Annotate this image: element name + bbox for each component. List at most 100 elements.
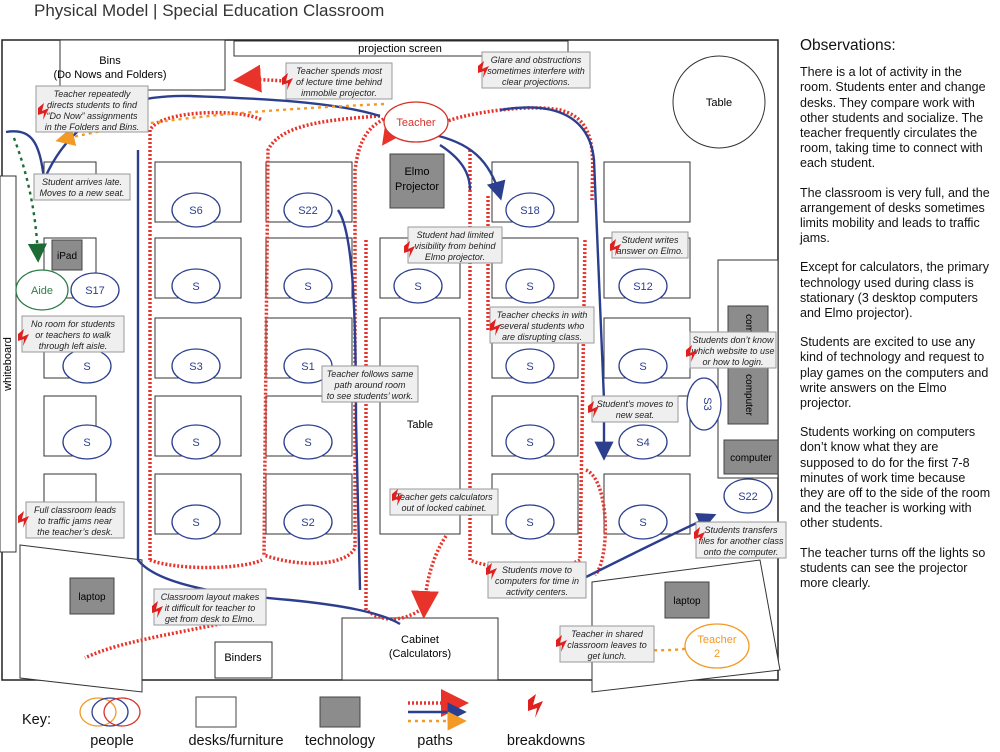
svg-text:activity centers.: activity centers.	[506, 587, 568, 597]
svg-text:answer on Elmo.: answer on Elmo.	[616, 246, 683, 256]
svg-text:Classroom layout makes: Classroom layout makes	[161, 592, 260, 602]
svg-text:(Calculators): (Calculators)	[389, 648, 451, 660]
svg-text:S17: S17	[85, 285, 105, 297]
svg-text:Cabinet: Cabinet	[401, 634, 439, 646]
key-label: Key:	[22, 712, 51, 728]
student-s: S	[393, 268, 443, 304]
laptop-left: laptop	[69, 577, 115, 615]
svg-text:S3: S3	[189, 361, 202, 373]
student-s4: S4	[618, 424, 668, 460]
breakdown-icon	[152, 601, 163, 618]
bins: Bins (Do Nows and Folders)	[53, 39, 226, 91]
cabinet: Cabinet (Calculators)	[341, 617, 499, 681]
svg-text:S: S	[192, 281, 199, 293]
whiteboard: whiteboard	[0, 175, 17, 553]
svg-text:S: S	[192, 517, 199, 529]
svg-text:new seat.: new seat.	[616, 410, 655, 420]
breakdown-icon	[556, 635, 567, 652]
svg-text:path around room: path around room	[333, 380, 406, 390]
key-technology-icon	[319, 696, 361, 728]
svg-text:Teacher repeatedly: Teacher repeatedly	[54, 89, 131, 99]
svg-text:computer: computer	[730, 453, 772, 464]
page-title: Physical Model | Special Education Class…	[34, 1, 385, 20]
student-s2: S2	[283, 504, 333, 540]
svg-text:out of locked cabinet.: out of locked cabinet.	[401, 503, 486, 513]
breakdown-icon	[478, 61, 489, 78]
svg-text:Binders: Binders	[224, 652, 262, 664]
svg-text:directs students to find: directs students to find	[47, 100, 138, 110]
svg-text:get lunch.: get lunch.	[587, 651, 626, 661]
svg-text:through left aisle.: through left aisle.	[39, 341, 108, 351]
svg-text:Teacher spends most: Teacher spends most	[296, 66, 382, 76]
breakdown-icon	[38, 103, 49, 120]
observation-paragraph: Except for calculators, the primary tech…	[800, 260, 989, 321]
svg-text:S4: S4	[636, 437, 649, 449]
svg-text:of lecture time behind: of lecture time behind	[296, 77, 383, 87]
svg-text:S: S	[639, 361, 646, 373]
svg-text:sometimes interfere with: sometimes interfere with	[487, 66, 585, 76]
svg-text:laptop: laptop	[673, 596, 701, 607]
svg-text:Teacher follows same: Teacher follows same	[327, 369, 414, 379]
aide-path	[12, 137, 48, 263]
student-s17: S17	[70, 272, 120, 308]
breakdown-icons	[18, 61, 705, 652]
key-legend: Key: people desks/furniture technology p…	[22, 689, 585, 749]
svg-text:“Do Now” assignments: “Do Now” assignments	[46, 111, 138, 121]
breakdown-icon	[392, 489, 403, 506]
student-s: S	[618, 504, 668, 540]
svg-text:S: S	[83, 361, 90, 373]
svg-text:Projector: Projector	[395, 181, 439, 193]
elmo-projector: Elmo Projector	[389, 153, 445, 209]
ipad: iPad	[51, 239, 83, 271]
breakdown-icon	[588, 401, 599, 418]
svg-text:S: S	[526, 437, 533, 449]
student-s18: S18	[505, 192, 555, 228]
observation-paragraph: There is a lot of activity in the room. …	[800, 65, 986, 171]
svg-text:Teacher gets calculators: Teacher gets calculators	[395, 492, 493, 502]
svg-text:computer: computer	[743, 374, 754, 416]
student-s6: S6	[171, 192, 221, 228]
key-people-icon	[79, 697, 141, 727]
svg-text:onto the computer.: onto the computer.	[704, 547, 779, 557]
svg-text:people: people	[90, 733, 134, 749]
svg-text:Teacher in shared: Teacher in shared	[571, 629, 644, 639]
svg-text:Aide: Aide	[31, 285, 53, 297]
svg-text:Student arrives late.: Student arrives late.	[42, 177, 122, 187]
svg-text:S22: S22	[298, 205, 318, 217]
svg-text:to see students’ work.: to see students’ work.	[327, 391, 414, 401]
binders: Binders	[214, 641, 273, 679]
svg-text:Teacher checks in with: Teacher checks in with	[497, 310, 588, 320]
svg-text:in the Folders and Bins.: in the Folders and Bins.	[45, 122, 140, 132]
note-arrives-late: Student arrives late.Moves to a new seat…	[33, 173, 131, 201]
breakdown-icon	[18, 329, 29, 346]
key-furniture-icon	[195, 696, 237, 728]
svg-text:Students transfers: Students transfers	[704, 525, 778, 535]
observations-panel: Observations: There is a lot of activity…	[800, 38, 992, 605]
svg-text:clear projections.: clear projections.	[502, 77, 570, 87]
svg-text:iPad: iPad	[57, 251, 77, 262]
student-s12: S12	[618, 268, 668, 304]
svg-text:S: S	[192, 437, 199, 449]
svg-text:desks/furniture: desks/furniture	[188, 733, 283, 749]
svg-text:S18: S18	[520, 205, 540, 217]
student-s3: S3	[171, 348, 221, 384]
key-breakdown-icon	[528, 694, 543, 718]
observation-paragraph: The teacher turns off the lights so stud…	[800, 545, 986, 591]
svg-text:several students who: several students who	[500, 321, 585, 331]
breakdown-icon	[610, 239, 621, 256]
svg-text:S: S	[304, 437, 311, 449]
student-s: S	[171, 268, 221, 304]
svg-text:Bins: Bins	[99, 55, 121, 67]
svg-text:Elmo: Elmo	[404, 166, 429, 178]
